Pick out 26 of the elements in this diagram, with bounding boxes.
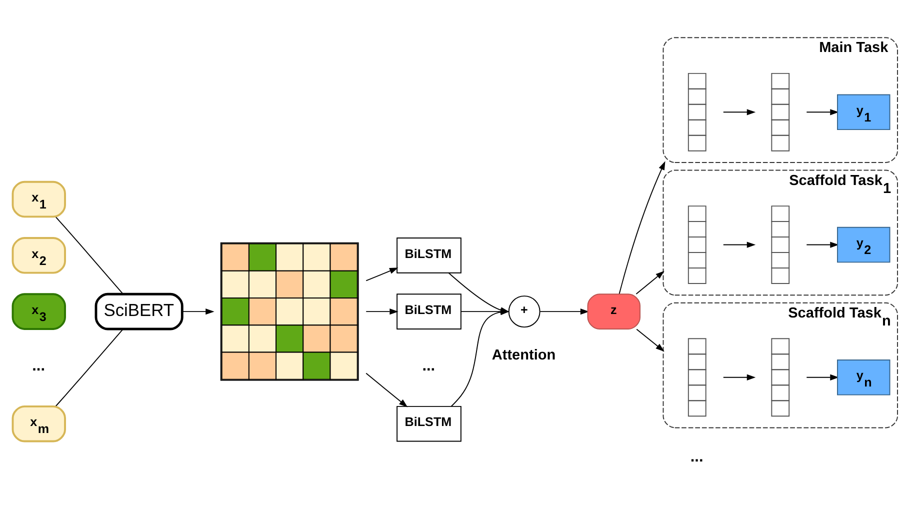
arrow	[540, 308, 590, 314]
label: ...	[690, 448, 704, 465]
node-box: BiLSTM	[396, 237, 462, 273]
node-box: z	[587, 293, 640, 329]
arrow	[636, 270, 664, 294]
arrow	[722, 241, 756, 248]
label: ...	[422, 356, 436, 374]
connector	[55, 216, 124, 294]
node-label: Attention	[492, 346, 556, 363]
label: ...	[32, 356, 46, 374]
arrow	[722, 108, 756, 115]
arrow	[182, 308, 214, 314]
arrow	[618, 160, 666, 294]
arrow	[636, 328, 664, 352]
arrow	[806, 108, 839, 115]
arrow	[722, 374, 756, 380]
arrow	[366, 267, 398, 281]
connector	[55, 328, 124, 406]
node-box: BiLSTM	[396, 293, 462, 329]
node-box: SciBERT	[94, 292, 184, 330]
arrow	[806, 374, 839, 380]
arrow	[806, 241, 839, 248]
arrow	[366, 372, 408, 407]
node-circle: +	[508, 295, 540, 328]
arrow	[366, 308, 398, 314]
node-box: BiLSTM	[396, 405, 462, 442]
